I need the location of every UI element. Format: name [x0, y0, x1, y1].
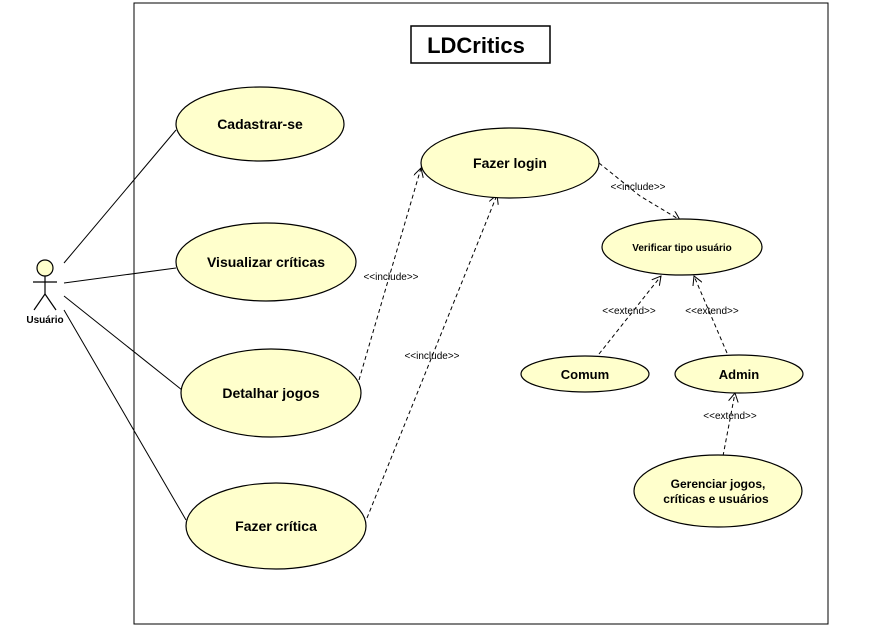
usecase-cadastrar[interactable]: Cadastrar-se — [175, 86, 345, 162]
usecase-fazer-critica[interactable]: Fazer crítica — [185, 482, 367, 570]
usecase-comum-label: Comum — [561, 367, 609, 382]
stereotype-include-3: <<include>> — [610, 182, 665, 193]
usecase-detalhar-label: Detalhar jogos — [222, 385, 319, 401]
actor-usuario[interactable]: Usuário — [26, 259, 64, 326]
stereotype-include-2: <<include>> — [404, 351, 459, 362]
usecase-fazer-login-label: Fazer login — [473, 155, 547, 171]
extend-gerenciar-admin — [722, 393, 735, 457]
association-visualizar — [63, 267, 177, 284]
actor-head — [36, 259, 54, 277]
include-critica-login — [366, 195, 497, 519]
usecase-visualizar-label: Visualizar críticas — [207, 254, 325, 270]
system-title: LDCritics — [427, 33, 525, 58]
association-critica — [63, 309, 187, 521]
usecase-visualizar[interactable]: Visualizar críticas — [175, 222, 357, 302]
system-title-box: LDCritics — [410, 25, 551, 64]
usecase-fazer-critica-label: Fazer crítica — [235, 518, 317, 534]
stereotype-extend-1: <<extend>> — [602, 306, 656, 317]
usecase-verificar-tipo-label: Verificar tipo usuário — [632, 243, 731, 254]
association-detalhar — [63, 295, 183, 391]
stereotype-extend-2: <<extend>> — [685, 306, 739, 317]
usecase-comum[interactable]: Comum — [520, 355, 650, 393]
usecase-admin-label: Admin — [719, 367, 760, 382]
usecase-cadastrar-label: Cadastrar-se — [217, 116, 303, 132]
usecase-gerenciar[interactable]: Gerenciar jogos, críticas e usuários — [633, 454, 803, 528]
usecase-verificar-tipo[interactable]: Verificar tipo usuário — [601, 218, 763, 276]
actor-label: Usuário — [26, 315, 63, 326]
stereotype-extend-3: <<extend>> — [703, 411, 757, 422]
association-cadastrar — [63, 129, 177, 264]
usecase-fazer-login[interactable]: Fazer login — [420, 127, 600, 199]
extend-comum-verificar — [598, 276, 661, 355]
stereotype-include-1: <<include>> — [363, 272, 418, 283]
usecase-admin[interactable]: Admin — [674, 354, 804, 394]
usecase-gerenciar-label-line2: críticas e usuários — [663, 492, 769, 506]
include-login-verificar — [598, 162, 680, 220]
usecase-detalhar[interactable]: Detalhar jogos — [180, 348, 362, 438]
include-detalhar-login — [358, 168, 421, 381]
usecase-gerenciar-label-line1: Gerenciar jogos, — [671, 477, 766, 491]
